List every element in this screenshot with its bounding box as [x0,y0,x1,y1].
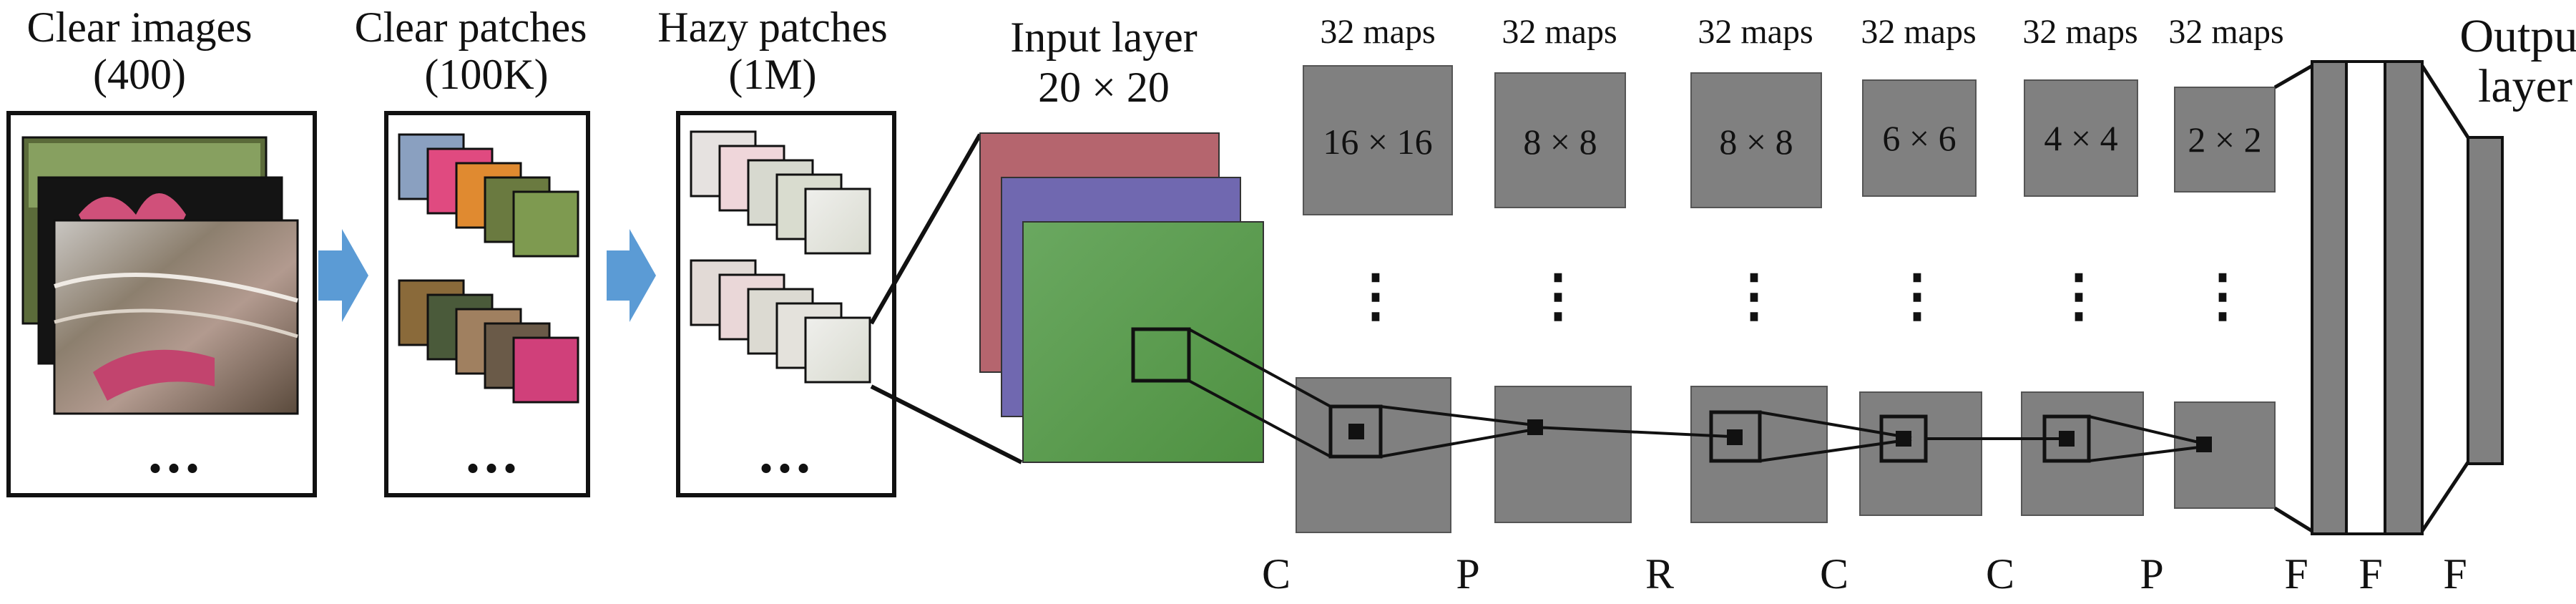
layer-type: F [2284,550,2308,598]
clear-images-more: ... [148,422,204,485]
output-connector [2420,461,2470,532]
clear-patches-title: Clear patches [355,4,587,51]
fc-gap [2345,60,2386,535]
unit-square [2196,437,2212,452]
layer-type: F [2359,550,2382,598]
clear-image-thumb [54,273,298,303]
unit-square [1527,419,1543,435]
layer-type: F [2443,550,2467,598]
zoom-line [870,384,1023,464]
hazy-patches-stage: Hazy patches (1M) ... [657,4,896,497]
output-layer-bar [2467,136,2504,465]
output-layer-title: Output [2459,10,2576,62]
clear-image-thumb [54,308,298,338]
map-size: 8 × 8 [1523,122,1597,162]
fc-layer-bar [2384,60,2424,535]
feature-map [2174,401,2276,509]
maps-label: 32 maps [1320,13,1435,51]
maps-label: 32 maps [2022,13,2137,51]
clear-patches-stage: Clear patches (100K) ... [355,4,590,497]
maps-bottom-row [1188,328,2276,533]
maps-label: 32 maps [1861,13,1976,51]
map-size: 16 × 16 [1323,122,1432,162]
hazy-patch-selected [804,316,871,384]
fc-layers: Output layer [2273,10,2576,535]
map-size: 2 × 2 [2188,120,2261,160]
map-size: 8 × 8 [1719,122,1793,162]
unit-square [1896,431,1911,447]
feature-map [1303,65,1453,215]
zoom-line [869,133,982,325]
output-layer-title: layer [2478,60,2572,112]
projection-line [1380,428,1535,458]
unit-square [1348,424,1364,439]
unit-square [2059,431,2075,447]
input-channel-green [1022,221,1264,463]
feature-map [1690,72,1822,208]
clear-patches-more: ... [466,422,521,485]
fc-connector [2273,506,2313,533]
hazy-patches-title: Hazy patches [657,4,888,51]
feature-map [2024,79,2138,197]
feature-map [1494,386,1632,523]
hazy-patches-count: (1M) [728,51,816,98]
maps-label: 32 maps [1698,13,1813,51]
clear-image-thumb [93,349,215,401]
layer-type: R [1645,550,1674,598]
vertical-ellipsis: ⋮ [1725,265,1787,328]
clear-image-thumb [53,219,299,415]
map-size: 6 × 6 [1882,118,1956,158]
projection-line [2088,445,2205,462]
layer-type: P [1456,550,1479,598]
map-size: 4 × 4 [2044,118,2117,158]
maps-label: 32 maps [1502,13,1617,51]
projection-line [1380,405,1535,427]
maps-top-row: 32 maps 32 maps 32 maps 32 maps 32 maps … [1303,13,2284,215]
hazy-patches-more: ... [759,422,815,485]
clear-patches-count: (100K) [424,51,548,98]
receptive-field-box [1131,327,1191,383]
unit-square [1727,429,1743,445]
clear-patch [512,336,579,404]
ellipsis-row: ⋮ ⋮ ⋮ ⋮ ⋮ ⋮ [1347,265,2256,328]
projection-line [1759,411,1912,439]
hazy-patch [804,187,871,255]
fc-layer-bar [2311,60,2348,535]
clear-images-title: Clear images [27,4,253,51]
layer-type: C [1986,550,2014,598]
projection-line [2088,415,2205,445]
projection-line [1188,328,1331,408]
projection-line [1188,379,1331,458]
feature-map [2174,87,2276,193]
fc-connector [2273,64,2313,89]
flow-arrow-icon [607,229,656,322]
layer-type-row: C P R C C P F F F [1262,550,2467,598]
vertical-ellipsis: ⋮ [2194,265,2256,328]
feature-map [1862,79,1977,197]
projection-line [1534,426,1732,438]
input-layer-title: Input layer [1010,14,1198,61]
clear-images-stage: Clear images (400) ... [6,4,317,497]
clear-patch [512,190,579,258]
projection-line [1759,438,1912,462]
feature-map [1859,391,1982,516]
input-layer-size: 20 × 20 [1038,64,1170,111]
feature-map [1494,72,1626,208]
clear-images-count: (400) [93,51,186,98]
vertical-ellipsis: ⋮ [1347,265,1409,328]
kernel-box [1328,404,1383,459]
maps-label: 32 maps [2168,13,2283,51]
output-connector [2420,64,2470,139]
vertical-ellipsis: ⋮ [2050,265,2112,328]
layer-type: P [2140,550,2163,598]
layer-type: C [1820,550,1848,598]
layer-type: C [1262,550,1291,598]
flow-arrow-icon [318,229,368,322]
input-layer: Input layer 20 × 20 [979,14,1264,463]
vertical-ellipsis: ⋮ [1889,265,1950,328]
feature-map [2021,391,2144,516]
vertical-ellipsis: ⋮ [1529,265,1591,328]
